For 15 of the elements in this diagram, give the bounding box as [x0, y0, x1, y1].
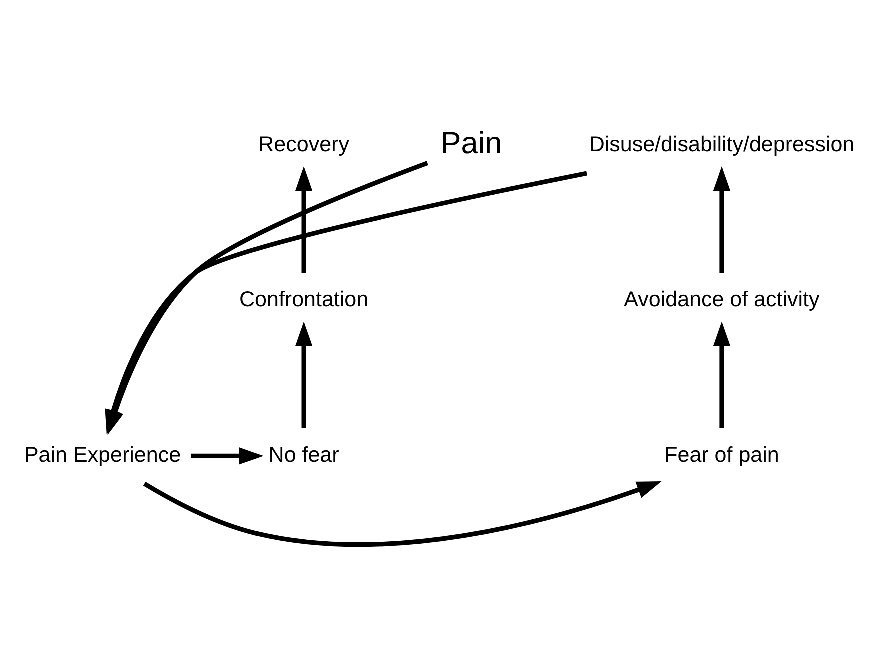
- arrow: [713, 166, 731, 272]
- node-text: No fear: [268, 442, 340, 466]
- node-text: Fear of pain: [664, 442, 780, 466]
- node-text: Confrontation: [240, 287, 369, 312]
- node-text: Pain Experience: [24, 442, 182, 466]
- arrow: [143, 481, 662, 547]
- arrow: [295, 321, 313, 428]
- arrow: [107, 160, 428, 435]
- node-text: Recovery: [258, 132, 350, 156]
- node-text: Pain: [440, 124, 502, 160]
- arrow: [191, 447, 264, 464]
- node-text: Disuse/disability/depression: [589, 132, 855, 156]
- arrow: [713, 321, 731, 428]
- node-text: Avoidance of activity: [624, 287, 820, 312]
- arrow: [295, 166, 313, 272]
